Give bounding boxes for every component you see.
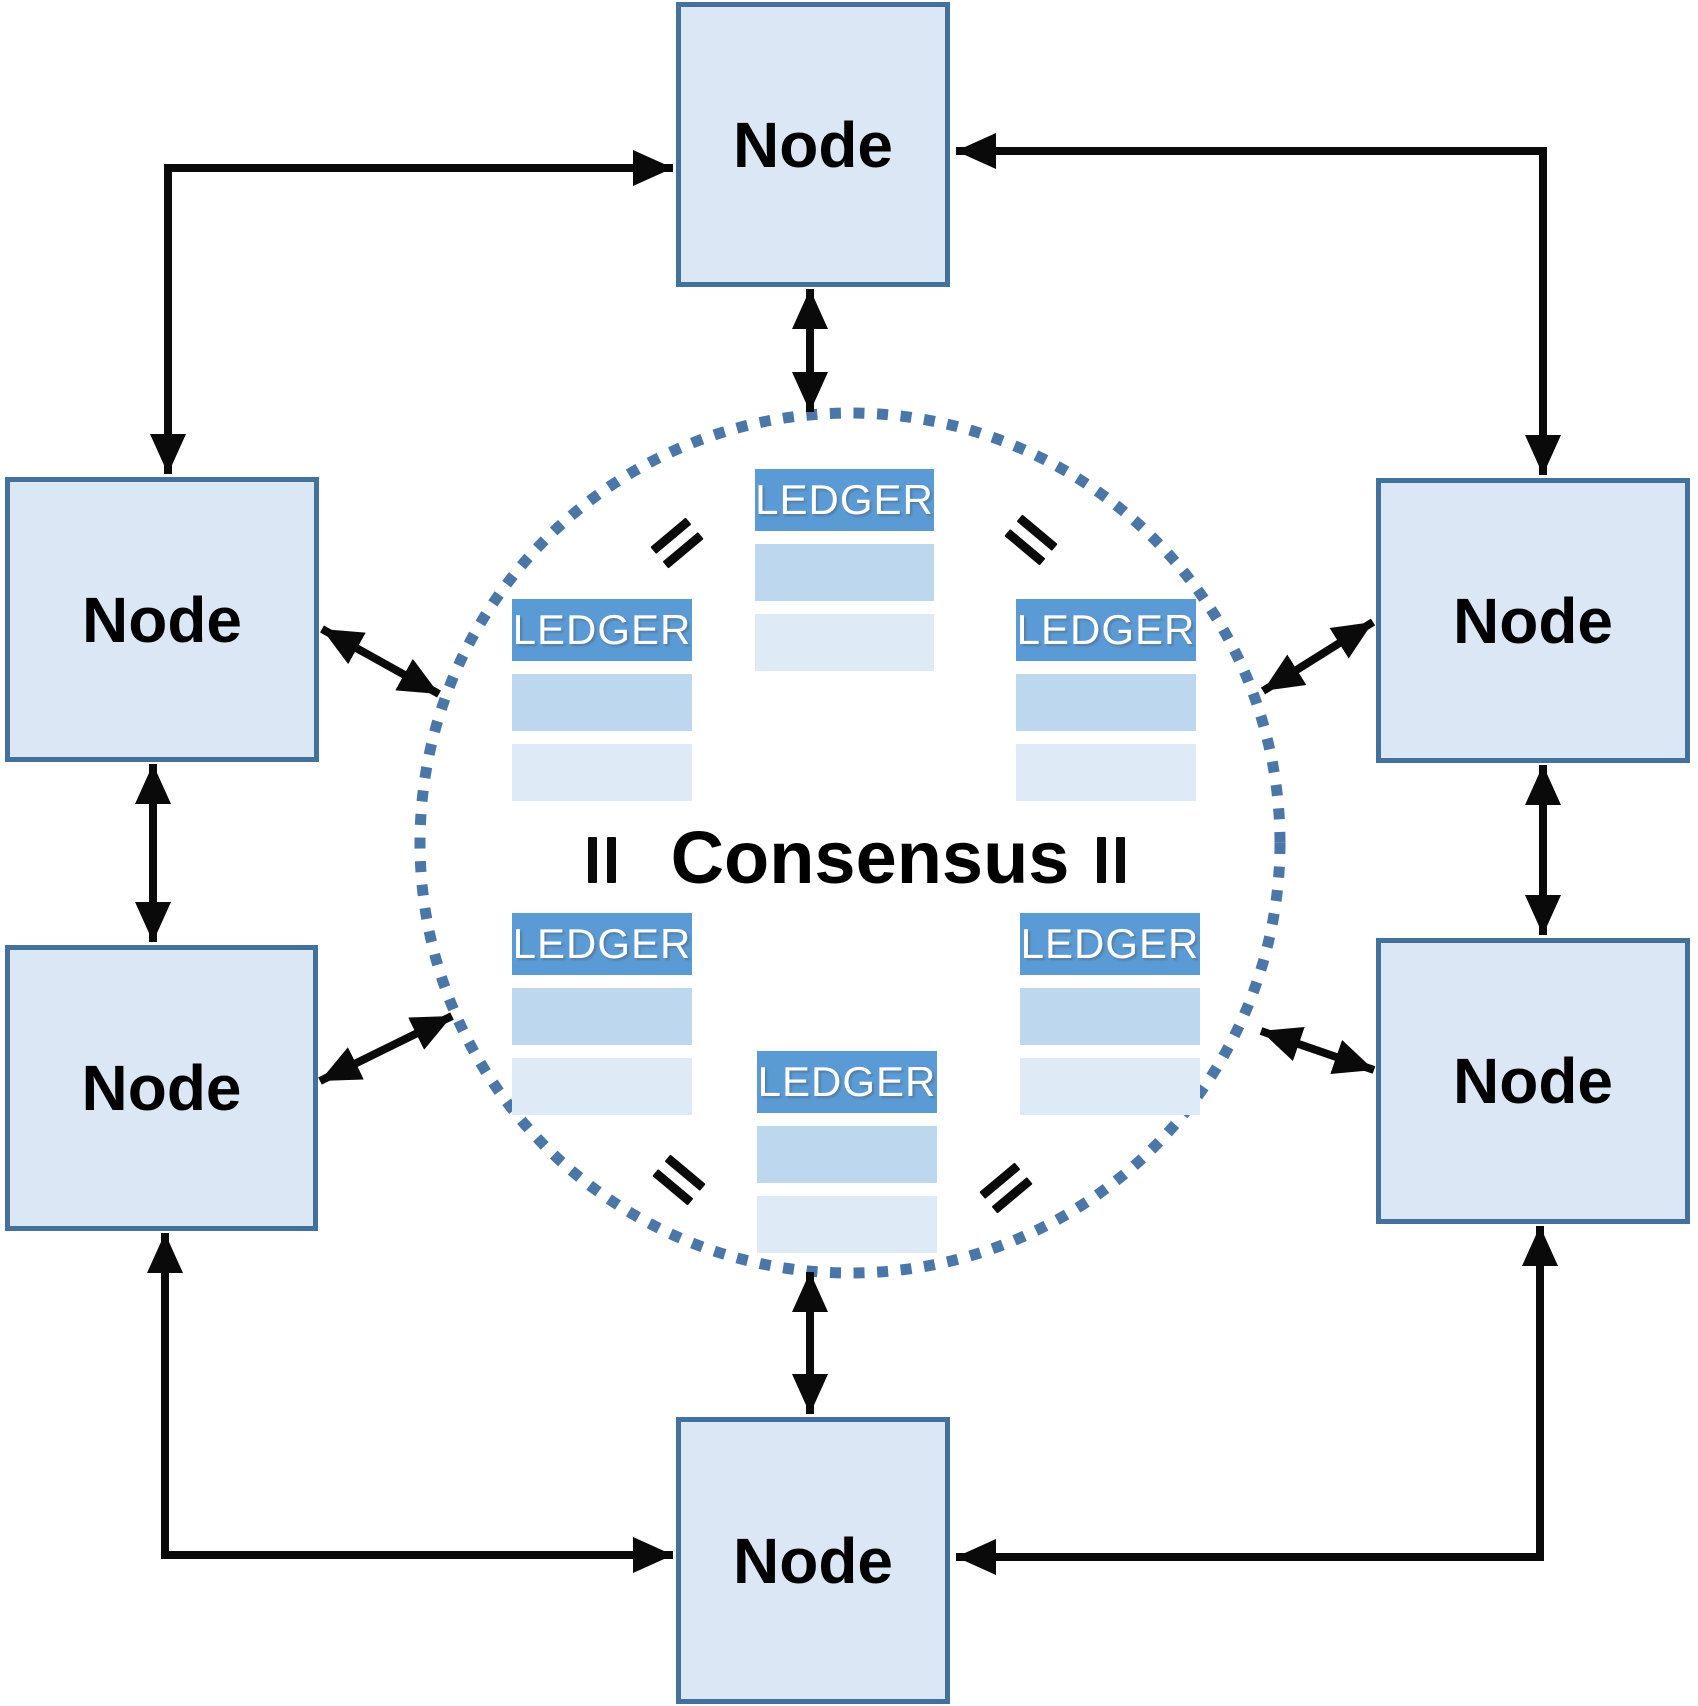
arrow-left-upper-to-top bbox=[150, 150, 673, 474]
node-label: Node bbox=[82, 583, 242, 656]
arrow-left-lower-to-circle bbox=[318, 1012, 454, 1085]
node-left-lower: Node bbox=[5, 945, 318, 1231]
node-label: Node bbox=[733, 1524, 893, 1597]
node-left-upper: Node bbox=[5, 477, 319, 762]
ledger-upper-right: LEDGER bbox=[1016, 599, 1196, 814]
ledger-row bbox=[1016, 674, 1196, 731]
node-label: Node bbox=[1453, 584, 1613, 657]
ledger-row bbox=[1016, 744, 1196, 801]
ledger-row bbox=[757, 1126, 937, 1183]
equals-icon bbox=[1097, 837, 1125, 883]
ledger-row bbox=[512, 744, 692, 801]
arrow-left-upper-to-circle bbox=[320, 625, 441, 698]
equals-bar bbox=[607, 837, 616, 883]
equals-bar bbox=[588, 837, 597, 883]
ledger-upper-left: LEDGER bbox=[512, 599, 692, 814]
node-label: Node bbox=[81, 1052, 242, 1124]
ledger-row bbox=[757, 1196, 937, 1253]
ledger-header: LEDGER bbox=[757, 1051, 937, 1113]
node-right-lower: Node bbox=[1376, 938, 1690, 1224]
ledger-header: LEDGER bbox=[512, 913, 692, 975]
ledger-row bbox=[512, 674, 692, 731]
arrow-right-upper-to-circle bbox=[1260, 618, 1376, 695]
ledger-header: LEDGER bbox=[1016, 599, 1196, 661]
ledger-header: LEDGER bbox=[755, 469, 934, 531]
ledger-header: LEDGER bbox=[1020, 913, 1200, 975]
ledger-row bbox=[755, 544, 934, 601]
arrow-right-upper-to-top bbox=[956, 133, 1561, 475]
node-label: Node bbox=[733, 108, 893, 181]
node-bottom: Node bbox=[676, 1417, 950, 1704]
equals-bar bbox=[1116, 837, 1125, 883]
ledger-lower-right: LEDGER bbox=[1020, 913, 1200, 1128]
ledger-row bbox=[1020, 1058, 1200, 1115]
ledger-top: LEDGER bbox=[755, 469, 934, 684]
ledger-bottom: LEDGER bbox=[757, 1051, 937, 1266]
node-right-upper: Node bbox=[1376, 478, 1690, 763]
node-top: Node bbox=[676, 2, 950, 287]
consensus-label: Consensus bbox=[670, 816, 1070, 899]
ledger-lower-left: LEDGER bbox=[512, 913, 692, 1128]
ledger-row bbox=[755, 614, 934, 671]
equals-icon bbox=[588, 837, 616, 883]
ledger-row bbox=[512, 988, 692, 1045]
arrow-right-lower-to-bottom bbox=[956, 1226, 1558, 1575]
node-label: Node bbox=[1453, 1045, 1613, 1117]
arrow-right-lower-to-circle bbox=[1259, 1027, 1376, 1074]
ledger-header: LEDGER bbox=[512, 599, 692, 661]
ledger-row bbox=[512, 1058, 692, 1115]
ledger-row bbox=[1020, 988, 1200, 1045]
equals-bar bbox=[1097, 837, 1106, 883]
arrow-left-lower-to-bottom bbox=[147, 1233, 673, 1573]
consensus-dotted-circle bbox=[414, 407, 1286, 1279]
